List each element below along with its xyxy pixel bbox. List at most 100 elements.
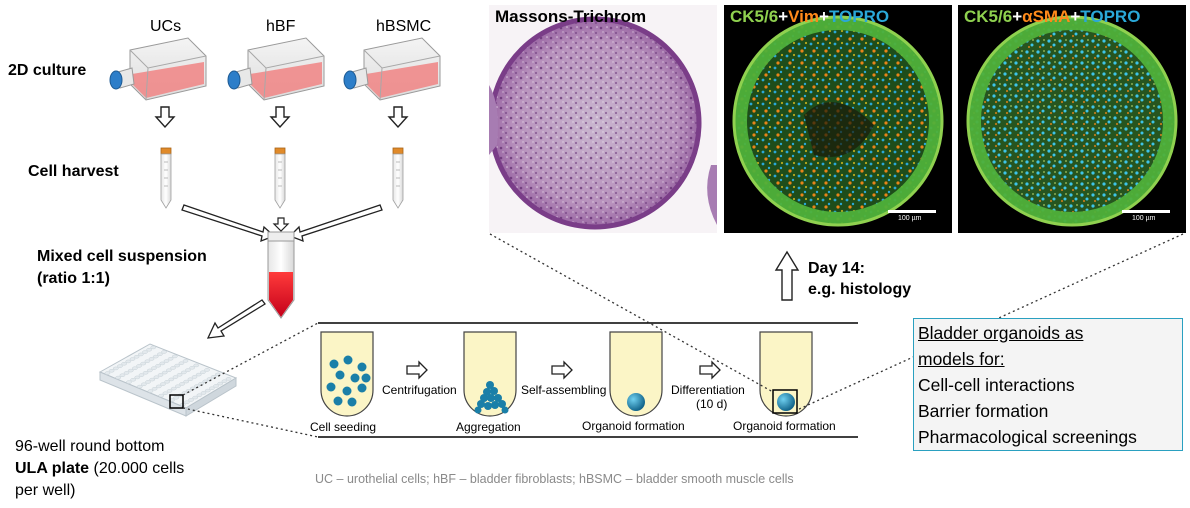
transition-label: Self-assembling (521, 383, 607, 397)
plate-well (147, 389, 154, 393)
plate-well (137, 352, 144, 357)
plate-label-line3: per well) (15, 482, 76, 499)
plate-well (155, 384, 162, 389)
plate-well (140, 361, 147, 366)
masson-trichrome-micrograph: Massons-Trichrom (489, 5, 717, 233)
plate-well (119, 373, 126, 377)
ck-vim-image (732, 15, 944, 227)
plate-well (141, 382, 147, 386)
scale-label: 100 µm (1132, 215, 1156, 222)
day14-label: Day 14: (808, 260, 865, 277)
plate-well (176, 373, 183, 377)
up-arrow-icon (774, 250, 800, 301)
harvest-step-label: Cell harvest (28, 163, 119, 180)
well-label: Aggregation (456, 420, 521, 434)
plate-well (117, 364, 123, 368)
to-plate-arrow-icon (206, 299, 266, 339)
plate-well (170, 386, 177, 391)
plate-well (149, 377, 156, 382)
scale-label: 100 µm (898, 215, 922, 222)
well-aggregation (463, 331, 517, 417)
down-arrow-icon (270, 106, 290, 128)
ratio-label: (ratio 1:1) (37, 270, 110, 287)
masson-title: Massons-Trichrom (495, 7, 647, 26)
plate-well (172, 375, 179, 379)
uc-flask-icon (109, 37, 207, 101)
plate-well (115, 375, 122, 380)
plate-well (191, 375, 198, 379)
culture-step-label: 2D culture (8, 62, 87, 79)
converge-arrow-right-icon (288, 204, 383, 243)
well-label: Organoid formation (733, 419, 836, 433)
plate-well (180, 370, 187, 375)
plate-well (148, 357, 155, 361)
transition-label: Centrifugation (382, 383, 457, 397)
plate-well (195, 372, 202, 377)
scale-bar (888, 210, 936, 213)
plate-well (104, 371, 111, 375)
plate-well (178, 361, 185, 365)
plate-well (159, 361, 166, 366)
plate-well (121, 362, 127, 366)
plate-well (164, 380, 170, 384)
uc-tube-icon (160, 147, 172, 209)
hbf-tube-icon (274, 147, 286, 209)
plate-well (166, 389, 173, 393)
uses-item: Barrier formation (918, 401, 1049, 421)
down-arrow-small-icon (272, 217, 290, 232)
plate-well (142, 371, 149, 375)
plate-well (158, 393, 165, 398)
plate-well (112, 366, 119, 371)
plate-cells: (20.000 cells (89, 460, 185, 477)
well-label: Organoid formation (582, 419, 685, 433)
plate-well (183, 379, 190, 384)
panel2-title: CK5/6+Vim+TOPRO (730, 7, 890, 26)
well-cell-seeding (320, 331, 374, 417)
right-arrow-icon (699, 361, 721, 379)
plate-well (136, 384, 143, 389)
plate-well (138, 373, 145, 377)
down-arrow-icon (155, 106, 175, 128)
scale-bar (1122, 210, 1170, 213)
plate-well (173, 396, 179, 400)
plate-well (204, 388, 211, 393)
ck-asma-image (966, 15, 1178, 227)
plate-well (125, 359, 132, 364)
plate-well (189, 366, 195, 370)
transition-label: Differentiation (671, 383, 745, 397)
plate-well (161, 370, 168, 375)
plate-well (193, 363, 200, 368)
well-organoid-differentiated (759, 331, 813, 417)
plate-well (184, 400, 190, 404)
transition-label-duration: (10 d) (696, 397, 728, 411)
plate-well (204, 368, 210, 372)
day14-method: e.g. histology (808, 281, 912, 298)
plate-well (152, 354, 159, 359)
down-arrow-icon (388, 106, 408, 128)
plate-well (182, 359, 189, 363)
converge-arrow-left-icon (181, 204, 276, 243)
plate-well (192, 395, 199, 400)
plate-well (136, 364, 142, 368)
plate-well (196, 393, 203, 397)
plate-well (175, 384, 181, 388)
plate-well (200, 391, 207, 395)
plate-well (162, 391, 169, 395)
well-label: Cell seeding (310, 420, 377, 434)
plate-well (157, 352, 163, 356)
plate-well (153, 375, 160, 379)
right-arrow-icon (406, 361, 428, 379)
right-arrow-icon (551, 361, 573, 379)
plate-well (145, 380, 151, 384)
plate-well (225, 377, 232, 381)
suspension-step-label: Mixed cell suspension (37, 248, 207, 265)
plate-well (200, 370, 206, 374)
plate-well (151, 366, 157, 370)
plate-well (142, 350, 148, 354)
plate-well (127, 368, 134, 373)
plate-well (155, 364, 161, 368)
plate-well (160, 382, 166, 386)
plate-well (217, 381, 224, 386)
plate-label-line1: 96-well round bottom (15, 438, 165, 455)
